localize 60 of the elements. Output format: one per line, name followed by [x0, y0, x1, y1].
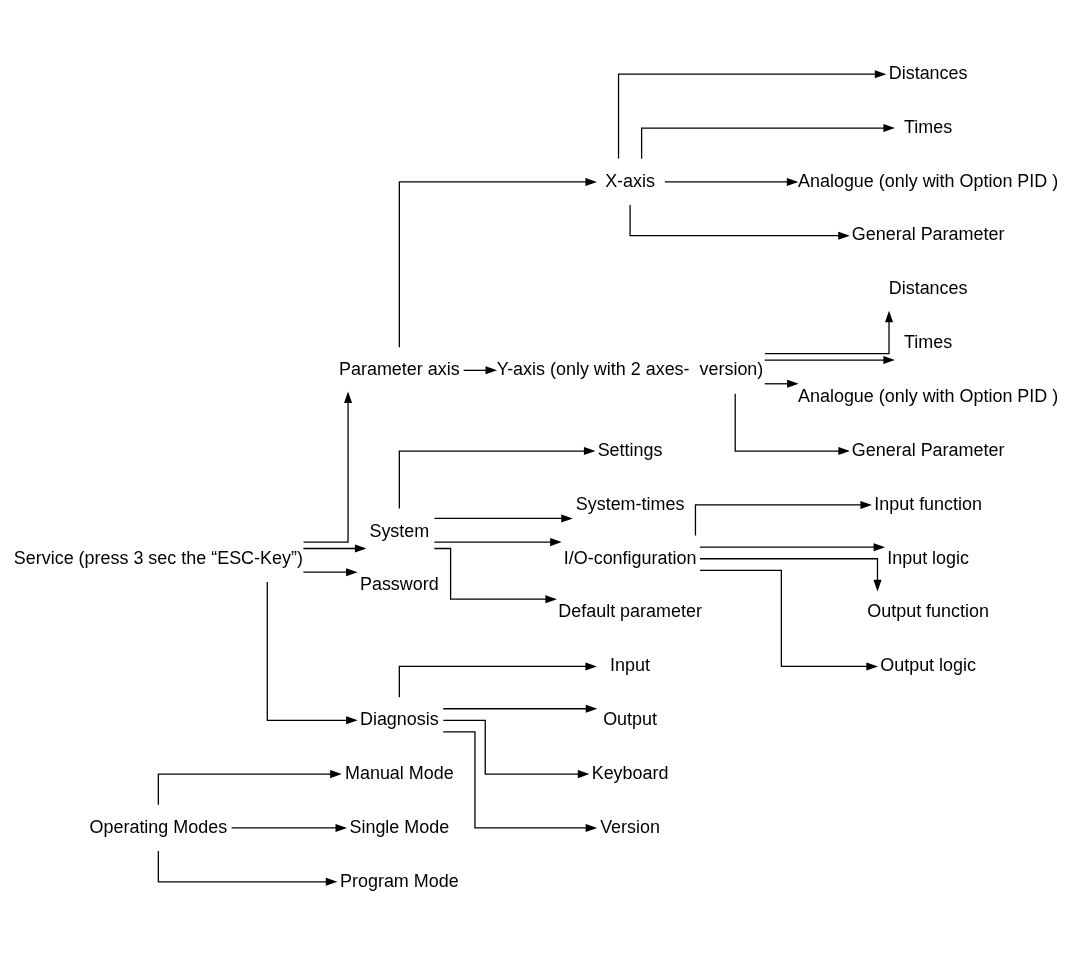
arrow — [617, 69, 887, 159]
arrow — [629, 203, 850, 240]
node-text: Default parameter — [558, 600, 702, 621]
node-text: Distances — [888, 277, 968, 298]
node-text: Analogue (only with Option PID ) — [798, 170, 1059, 191]
node-text: Version — [600, 816, 660, 837]
node-text: Output — [603, 708, 658, 729]
node-text: Analogue (only with Option PID ) — [798, 385, 1059, 406]
node-text: Single Mode — [349, 816, 450, 837]
arrow — [302, 391, 353, 543]
arrow — [699, 569, 878, 670]
node-text: Password — [359, 573, 439, 594]
node-text: System — [369, 520, 430, 541]
node-text: Settings — [597, 439, 663, 460]
arrow — [442, 719, 590, 778]
node-text: Service (press 3 sec the “ESC-Key”) — [13, 547, 303, 567]
arrow — [641, 123, 895, 159]
node-text: Operating Modes — [89, 816, 228, 837]
node-text: General Parameter — [851, 439, 1005, 460]
node-text: Parameter axis — [339, 358, 460, 379]
arrow — [699, 557, 882, 591]
arrow — [764, 379, 799, 388]
node-text: X-axis — [605, 170, 655, 191]
arrow — [764, 355, 895, 364]
arrow — [398, 446, 596, 509]
node-text: Manual Mode — [344, 762, 454, 783]
node-text: Y-axis (only with 2 axes- version) — [496, 358, 764, 379]
node-text: Times — [904, 116, 953, 137]
node-text: Times — [904, 331, 953, 352]
arrow — [302, 567, 358, 576]
node-text: Distances — [888, 62, 968, 83]
arrow — [157, 849, 338, 886]
node-text: General Parameter — [851, 223, 1005, 244]
node-text: I/O-configuration — [563, 547, 697, 567]
node-text: Keyboard — [591, 762, 669, 783]
node-text: Output function — [867, 600, 989, 621]
arrow — [764, 310, 894, 354]
arrow — [302, 543, 367, 553]
arrow — [157, 769, 342, 805]
node-text: Output logic — [880, 654, 976, 675]
node-text: Program Mode — [340, 870, 459, 891]
node-text: Input logic — [887, 547, 970, 567]
arrow — [694, 500, 872, 536]
arrow — [442, 704, 598, 713]
arrow — [433, 513, 573, 522]
node-text: Input — [610, 654, 651, 675]
arrow — [398, 177, 597, 348]
node-text: Input function — [874, 493, 982, 514]
arrow — [442, 730, 598, 832]
arrow — [231, 823, 348, 832]
arrow — [433, 537, 562, 546]
arrow — [734, 392, 850, 455]
arrow — [433, 547, 557, 603]
node-text: Diagnosis — [359, 708, 439, 729]
arrow — [664, 177, 799, 186]
arrow — [266, 580, 358, 724]
arrow — [462, 365, 498, 374]
node-text: System-times — [575, 493, 685, 514]
arrow — [398, 661, 597, 698]
arrow — [699, 542, 886, 551]
